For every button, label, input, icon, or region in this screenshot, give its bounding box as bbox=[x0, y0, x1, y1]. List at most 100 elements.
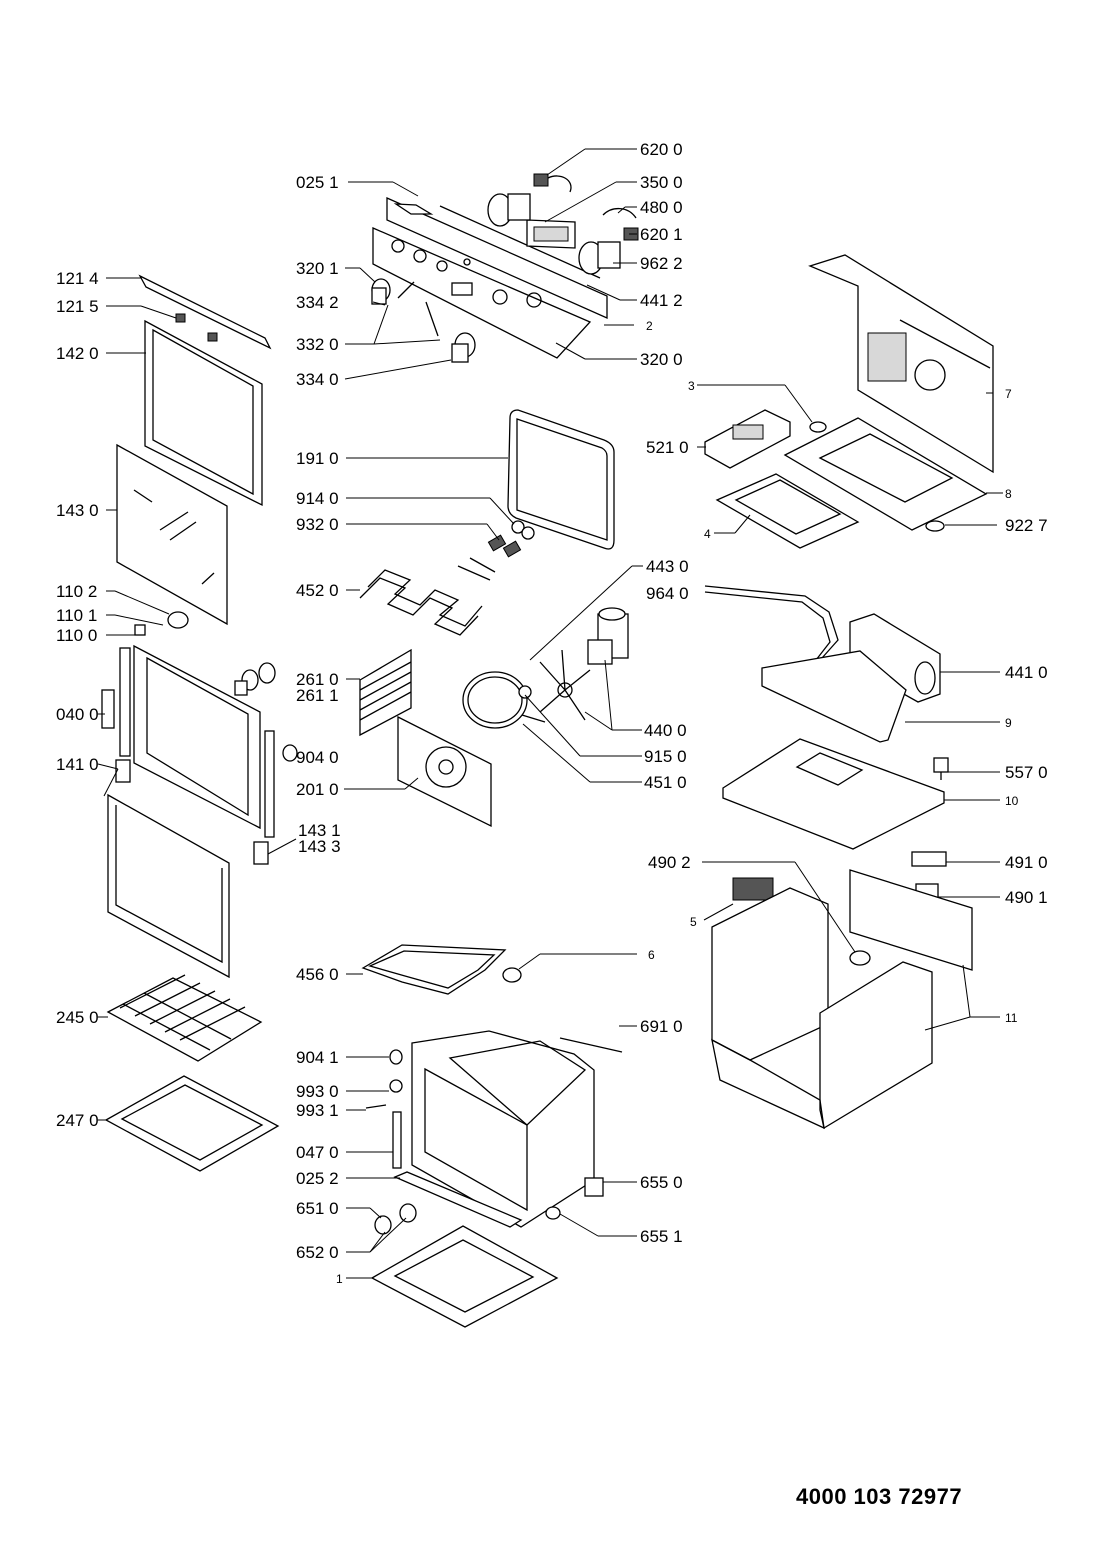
part-label: 320 1 bbox=[296, 259, 339, 278]
part-label: 334 2 bbox=[296, 293, 339, 312]
part-label: 8 bbox=[1005, 487, 1012, 501]
part-label: 334 0 bbox=[296, 370, 339, 389]
part-label: 443 0 bbox=[646, 557, 689, 576]
part-labels: 025 1 320 1 334 2 332 0 334 0 620 0 350 … bbox=[56, 140, 1048, 1286]
part-label: 651 0 bbox=[296, 1199, 339, 1218]
document-number: 4000 103 72977 bbox=[796, 1484, 963, 1509]
cooling-fan-part bbox=[849, 613, 941, 703]
part-label: 993 0 bbox=[296, 1082, 339, 1101]
part-label: 480 0 bbox=[640, 198, 683, 217]
part-label: 320 0 bbox=[640, 350, 683, 369]
grill-spring-part bbox=[487, 520, 535, 558]
shelf-side-rails-part bbox=[359, 648, 412, 737]
part-label: 142 0 bbox=[56, 344, 99, 363]
part-label: 914 0 bbox=[296, 489, 339, 508]
part-label: 2 bbox=[646, 319, 653, 333]
part-label: 9 bbox=[1005, 716, 1012, 730]
part-label: 456 0 bbox=[296, 965, 339, 984]
part-label: 143 0 bbox=[56, 501, 99, 520]
circular-element-part bbox=[462, 671, 546, 729]
part-label: 025 1 bbox=[296, 173, 339, 192]
part-label: 441 0 bbox=[1005, 663, 1048, 682]
front-trim-strip-part bbox=[393, 1171, 523, 1228]
bottom-plate-part bbox=[715, 473, 860, 549]
part-label: 7 bbox=[1005, 387, 1012, 401]
fan-motor-part bbox=[587, 607, 629, 665]
control-panel-frame-part bbox=[386, 196, 608, 320]
control-panel-part bbox=[372, 227, 592, 359]
part-label: 201 0 bbox=[296, 780, 339, 799]
part-label: 261 0 bbox=[296, 670, 339, 689]
oven-door-seal-part bbox=[507, 409, 615, 550]
part-label: 11 bbox=[1005, 1011, 1018, 1025]
door-gasket-part bbox=[107, 793, 230, 979]
grill-element-part bbox=[359, 557, 496, 636]
outer-casing-part bbox=[711, 869, 973, 1130]
knob-part bbox=[371, 278, 476, 363]
part-label: 110 0 bbox=[56, 626, 97, 645]
oven-lamp-part bbox=[502, 967, 522, 983]
lower-heating-element-part bbox=[704, 585, 839, 661]
part-label: 191 0 bbox=[296, 449, 339, 468]
part-label: 915 0 bbox=[644, 747, 687, 766]
part-label: 141 0 bbox=[56, 755, 99, 774]
oven-cavity-part bbox=[411, 1030, 595, 1228]
part-label: 922 7 bbox=[1005, 516, 1048, 535]
part-label: 441 2 bbox=[640, 291, 683, 310]
part-label: 10 bbox=[1005, 794, 1019, 808]
part-label: 121 4 bbox=[56, 269, 99, 288]
part-label: 451 0 bbox=[644, 773, 687, 792]
part-label: 245 0 bbox=[56, 1008, 99, 1027]
part-label: 3 bbox=[688, 379, 695, 393]
door-top-trim-part bbox=[138, 274, 272, 350]
part-label: 121 5 bbox=[56, 297, 99, 316]
part-label: 491 0 bbox=[1005, 853, 1048, 872]
part-label: 691 0 bbox=[640, 1017, 683, 1036]
door-spacer-discs-part bbox=[167, 611, 276, 691]
part-label: 655 1 bbox=[640, 1227, 683, 1246]
part-label: 993 1 bbox=[296, 1101, 339, 1120]
thermostat-switch-part bbox=[578, 207, 639, 275]
chassis-plate-part bbox=[722, 738, 945, 850]
part-label: 557 0 bbox=[1005, 763, 1048, 782]
part-label: 047 0 bbox=[296, 1143, 339, 1162]
part-label: 332 0 bbox=[296, 335, 339, 354]
part-label: 261 1 bbox=[296, 686, 339, 705]
part-label: 620 0 bbox=[640, 140, 683, 159]
fan-blade-part bbox=[518, 649, 591, 721]
part-label: 6 bbox=[648, 948, 655, 962]
leader-lines bbox=[97, 148, 1003, 1279]
part-label: 652 0 bbox=[296, 1243, 339, 1262]
part-label: 452 0 bbox=[296, 581, 339, 600]
grommet-part bbox=[809, 421, 945, 532]
part-label: 620 1 bbox=[640, 225, 683, 244]
inner-door-glass-part bbox=[144, 319, 263, 507]
part-label: 1 bbox=[336, 1272, 343, 1286]
thermal-cutout-part bbox=[933, 757, 949, 780]
part-label: 040 0 bbox=[56, 705, 99, 724]
part-label: 143 3 bbox=[298, 837, 341, 856]
mounting-plate-part bbox=[783, 417, 988, 531]
baking-tray-part bbox=[104, 1075, 280, 1172]
part-label: 490 2 bbox=[648, 853, 691, 872]
part-label: 490 1 bbox=[1005, 888, 1048, 907]
outer-door-glass-part bbox=[116, 443, 228, 626]
electronic-board-part bbox=[704, 409, 791, 469]
base-plate-part bbox=[370, 1225, 559, 1328]
top-cover-part bbox=[808, 254, 994, 474]
part-label: 655 0 bbox=[640, 1173, 683, 1192]
part-label: 143 1 bbox=[298, 821, 341, 840]
small-hardware-part bbox=[365, 1037, 623, 1235]
part-label: 110 1 bbox=[56, 606, 97, 625]
support-bracket-part bbox=[761, 650, 907, 743]
part-label: 440 0 bbox=[644, 721, 687, 740]
part-label: 5 bbox=[690, 915, 697, 929]
part-label: 025 2 bbox=[296, 1169, 339, 1188]
part-label: 932 0 bbox=[296, 515, 339, 534]
part-label: 247 0 bbox=[56, 1111, 99, 1130]
part-label: 904 0 bbox=[296, 748, 339, 767]
part-label: 521 0 bbox=[646, 438, 689, 457]
part-label: 962 2 bbox=[640, 254, 683, 273]
part-label: 4 bbox=[704, 527, 711, 541]
